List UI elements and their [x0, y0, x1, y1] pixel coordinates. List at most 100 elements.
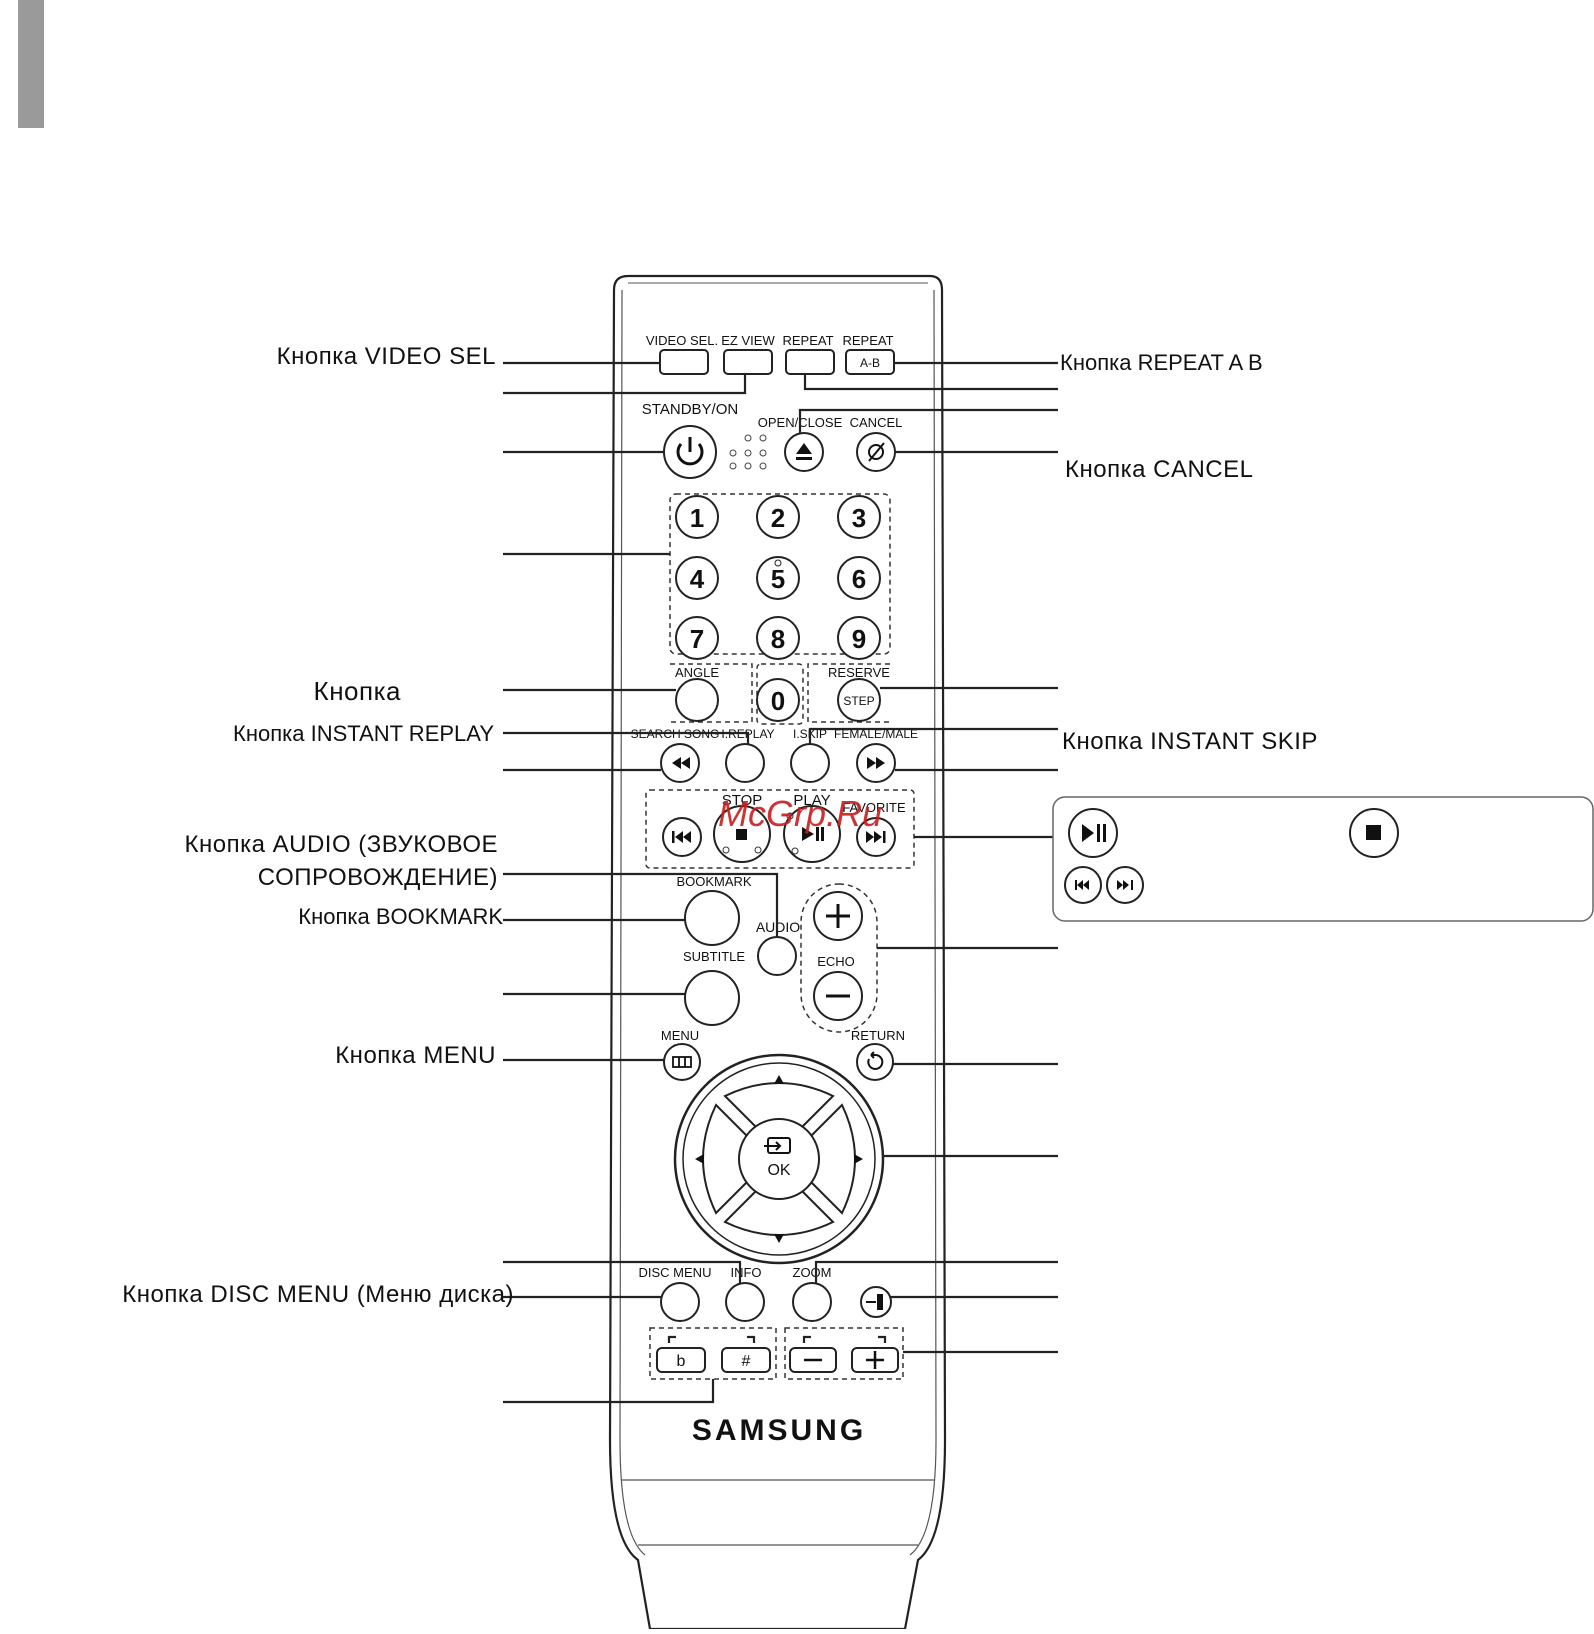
digit-8: 8: [771, 624, 785, 654]
info-button[interactable]: [725, 1282, 765, 1322]
digit-7-button[interactable]: [675, 616, 719, 660]
menu-label: MENU: [661, 1028, 699, 1043]
bookmark-button[interactable]: [684, 890, 740, 946]
callout-video-sel: Кнопка VIDEO SEL: [277, 343, 496, 370]
tempo-plus-icon: [866, 1351, 884, 1369]
digit-2-button[interactable]: [756, 495, 800, 539]
rewind-icon: [672, 757, 690, 769]
reserve-group: [807, 663, 890, 723]
digit-3-button[interactable]: [837, 495, 881, 539]
step-button[interactable]: [837, 678, 881, 722]
return-icon: [867, 1051, 884, 1070]
digit-9: 9: [852, 624, 866, 654]
menu-button[interactable]: [663, 1043, 701, 1081]
digit-0-button[interactable]: [756, 678, 800, 722]
input-icon: [866, 1294, 883, 1310]
minus-mark: [802, 1335, 811, 1343]
info-label: INFO: [730, 1265, 761, 1280]
digit-3: 3: [852, 503, 866, 533]
return-button[interactable]: [856, 1043, 894, 1081]
video-sel-button[interactable]: [659, 349, 709, 375]
i-replay-button[interactable]: [725, 743, 765, 783]
ok-button[interactable]: [738, 1118, 820, 1200]
zoom-label: ZOOM: [793, 1265, 832, 1280]
angle-label: ANGLE: [675, 665, 719, 680]
stop-label: STOP: [722, 792, 763, 809]
flat-button[interactable]: [656, 1347, 706, 1373]
repeat-ab-label: REPEAT: [842, 333, 893, 348]
video-sel-label: VIDEO SEL.: [646, 333, 718, 348]
ez-view-label: EZ VIEW: [721, 333, 775, 348]
a-b-label: A-B: [860, 356, 880, 370]
down-arrow-icon: [774, 1234, 784, 1243]
flat-mark: [667, 1335, 676, 1343]
female-male-label: FEMALE/MALE: [834, 727, 918, 741]
digit-1: 1: [690, 503, 704, 533]
ez-view-button[interactable]: [723, 349, 773, 375]
repeat-label: REPEAT: [782, 333, 833, 348]
cancel-icon: [868, 442, 885, 462]
fast-forward-icon: [867, 757, 885, 769]
plus-mark: [878, 1335, 887, 1343]
callout-menu: Кнопка MENU: [335, 1042, 496, 1069]
digit-0: 0: [771, 686, 785, 716]
plus-icon: [826, 904, 850, 928]
subtitle-button[interactable]: [684, 970, 740, 1026]
digit-4-button[interactable]: [675, 556, 719, 600]
right-arrow-icon: [854, 1154, 863, 1164]
sharp-label: #: [742, 1353, 751, 1370]
digit-9-button[interactable]: [837, 616, 881, 660]
sharp-mark: [747, 1335, 756, 1343]
zoom-button[interactable]: [792, 1282, 832, 1322]
eject-icon: [796, 443, 812, 460]
callout-instant-skip: Кнопка INSTANT SKIP: [1062, 728, 1318, 755]
callout-angle: Кнопка: [314, 676, 401, 706]
sharp-button[interactable]: [721, 1347, 771, 1373]
echo-group: [800, 883, 878, 1033]
indicator-dots: [729, 434, 767, 470]
watermark: McGrp.Ru: [718, 793, 882, 834]
ok-label: OK: [767, 1162, 790, 1179]
subtitle-label: SUBTITLE: [683, 949, 745, 964]
standby-label: STANDBY/ON: [642, 401, 738, 418]
digit-2: 2: [771, 503, 785, 533]
digit-1-button[interactable]: [675, 495, 719, 539]
power-icon: [676, 437, 704, 466]
flat-label: b: [677, 1353, 686, 1370]
i-skip-button[interactable]: [790, 743, 830, 783]
brand-logo: SAMSUNG: [692, 1414, 866, 1447]
left-leader-lines: [503, 361, 779, 1404]
reserve-label: RESERVE: [828, 665, 890, 680]
audio-button[interactable]: [757, 936, 797, 976]
disc-menu-label: DISC MENU: [639, 1265, 712, 1280]
stop-icon: [736, 829, 747, 840]
callout-cancel: Кнопка CANCEL: [1065, 456, 1253, 483]
callout-disc-menu: Кнопка DISC MENU (Меню диска): [122, 1281, 514, 1308]
right-leader-lines: [798, 361, 1058, 1354]
transport-legend-box: [1052, 796, 1594, 922]
repeat-button[interactable]: [785, 349, 835, 375]
callout-bookmark: Кнопка BOOKMARK: [298, 904, 503, 929]
navigation-pad: OK: [673, 1053, 885, 1265]
page-tab: [18, 0, 44, 128]
return-label: RETURN: [851, 1028, 905, 1043]
up-arrow-icon: [774, 1075, 784, 1084]
echo-label: ECHO: [817, 954, 855, 969]
number-pad: 1 2 3 4 5 6 7 8 9: [675, 495, 881, 660]
menu-icon: [672, 1056, 692, 1068]
disc-menu-button[interactable]: [660, 1282, 700, 1322]
angle-group: [670, 663, 753, 723]
digit-4: 4: [690, 564, 705, 594]
key-group: [649, 1327, 777, 1380]
bookmark-label: BOOKMARK: [676, 874, 751, 889]
play-pause-icon: [802, 827, 824, 841]
digit-8-button[interactable]: [756, 616, 800, 660]
angle-button[interactable]: [675, 678, 719, 722]
digit-7: 7: [690, 624, 704, 654]
digit-6-button[interactable]: [837, 556, 881, 600]
callout-instant-replay: Кнопка INSTANT REPLAY: [233, 721, 494, 746]
callout-audio-1: Кнопка AUDIO (ЗВУКОВОЕ: [184, 831, 498, 858]
cancel-label: CANCEL: [850, 415, 903, 430]
digit-5-button[interactable]: [756, 556, 800, 600]
